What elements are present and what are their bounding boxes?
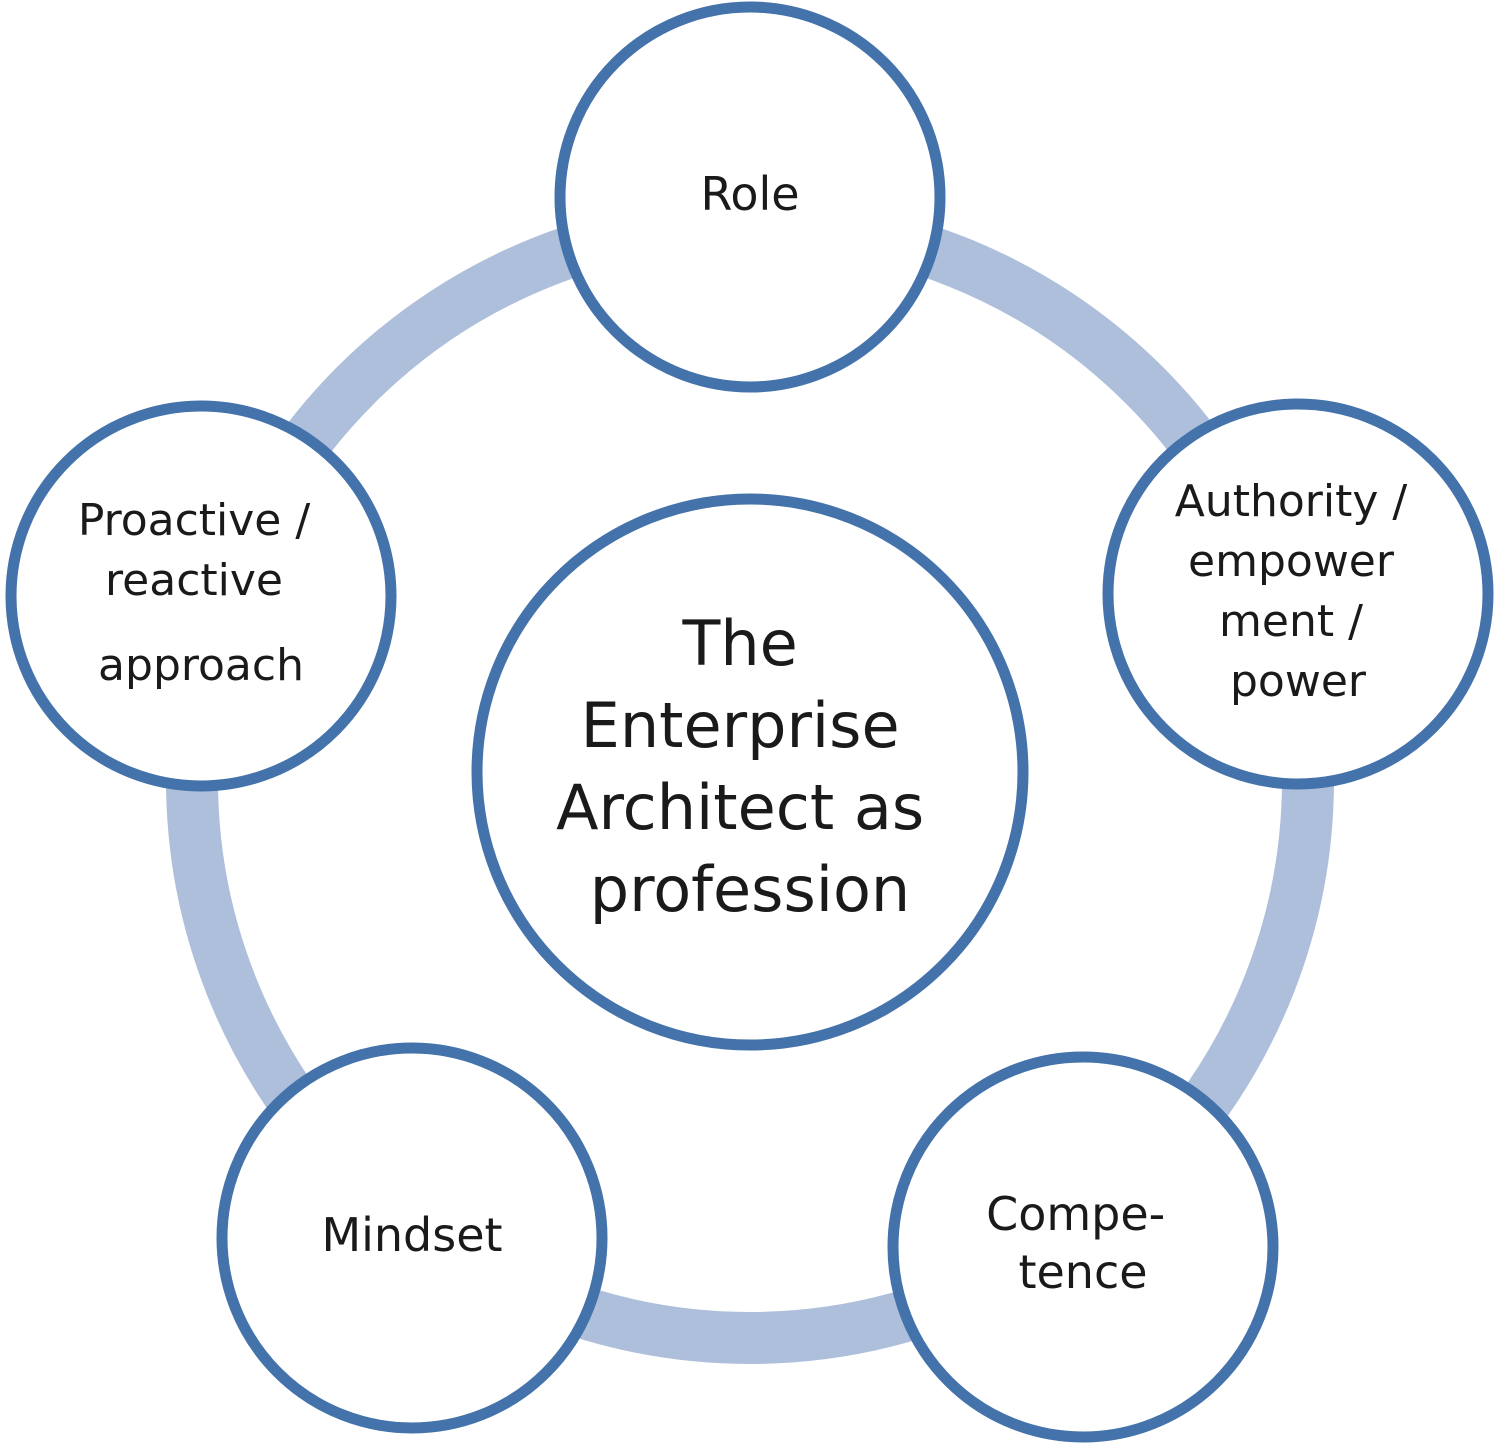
center-label-line: Enterprise bbox=[581, 689, 900, 762]
node-role: Role bbox=[554, 1, 946, 393]
authority-label-line: ment / bbox=[1219, 596, 1363, 647]
authority-label-line: empower bbox=[1188, 536, 1395, 587]
node-authority: Authority / empower ment / power bbox=[1102, 398, 1494, 790]
center-label: The Enterprise Architect as profession bbox=[556, 607, 944, 926]
proactive-label-line: Proactive / bbox=[78, 495, 311, 546]
authority-label-line: power bbox=[1230, 656, 1367, 707]
node-competence: Compe- tence bbox=[887, 1051, 1279, 1443]
center-circle bbox=[471, 493, 1029, 1051]
center-node: The Enterprise Architect as profession bbox=[471, 493, 1029, 1051]
competence-circle bbox=[887, 1051, 1279, 1443]
node-mindset: Mindset bbox=[216, 1042, 608, 1434]
proactive-label-line: reactive bbox=[105, 555, 283, 606]
center-label-line: profession bbox=[590, 853, 910, 926]
role-label-line: Role bbox=[700, 167, 799, 221]
role-circle bbox=[554, 1, 946, 393]
authority-circle bbox=[1102, 398, 1494, 790]
competence-label-line: tence bbox=[1018, 1245, 1147, 1299]
competence-label: Compe- tence bbox=[986, 1187, 1180, 1299]
authority-label-line: Authority / bbox=[1175, 476, 1408, 527]
proactive-label-line: approach bbox=[98, 640, 304, 691]
proactive-label: Proactive / reactive approach bbox=[78, 495, 324, 691]
authority-label: Authority / empower ment / power bbox=[1175, 476, 1421, 707]
mindset-circle bbox=[216, 1042, 608, 1434]
proactive-circle bbox=[5, 400, 397, 792]
role-label: Role bbox=[700, 167, 799, 221]
center-label-line: The bbox=[681, 607, 797, 680]
mindset-label-line: Mindset bbox=[321, 1208, 502, 1262]
node-proactive: Proactive / reactive approach bbox=[5, 400, 397, 792]
mindset-label: Mindset bbox=[321, 1208, 502, 1262]
competence-label-line: Compe- bbox=[986, 1187, 1165, 1241]
center-label-line: Architect as bbox=[556, 771, 924, 844]
